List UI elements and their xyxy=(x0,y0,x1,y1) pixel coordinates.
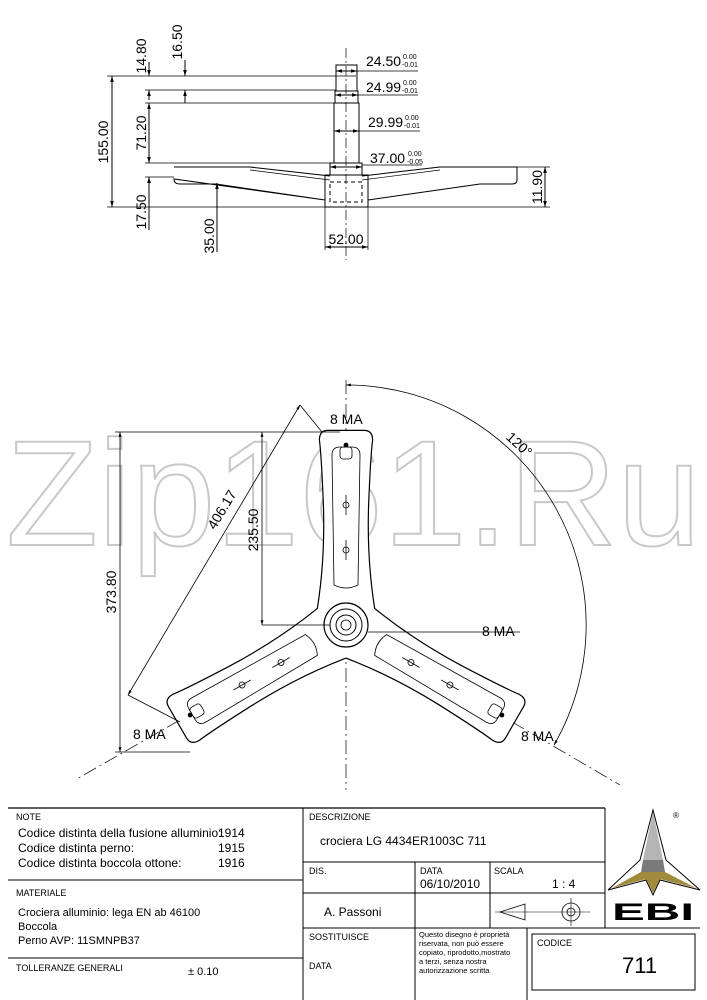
disclaimer-line: riservata, non può essere xyxy=(419,939,504,948)
codice-label: CODICE xyxy=(537,938,572,948)
data-label: DATA xyxy=(420,866,443,876)
side-view-dimensions: 155.00 14.80 16.50 71.20 17.50 35.00 52.… xyxy=(95,24,545,253)
disclaimer-line: a terzi, senza nostra xyxy=(419,957,487,966)
dim-11-90: 11.90 xyxy=(529,170,545,204)
tolerance-lower: -0.01 xyxy=(402,88,418,95)
diameter-24-99: 24.99 xyxy=(366,79,401,95)
note-value: 1916 xyxy=(218,856,245,870)
note-value: 1914 xyxy=(218,826,245,840)
diameter-29-99: 29.99 xyxy=(368,114,403,130)
materiale-label: MATERIALE xyxy=(16,888,66,898)
dis-label: DIS. xyxy=(309,866,327,876)
tolleranze-value: ± 0.10 xyxy=(188,966,219,978)
disclaimer-line: Questo disegno è proprietà xyxy=(419,930,510,939)
tolerance-upper: 0.00 xyxy=(405,115,419,122)
tolleranze-label: TOLLERANZE GENERALI xyxy=(16,963,123,973)
title-block xyxy=(8,807,700,1000)
title-block-text: NOTE Codice distinta della fusione allum… xyxy=(16,812,657,978)
note-line: Codice distinta boccola ottone: xyxy=(18,856,181,870)
materiale-line: Perno AVP: 11SMNPB37 xyxy=(18,935,140,947)
data-value: 06/10/2010 xyxy=(420,877,480,891)
disclaimer-line: copiato, riprodotto,mostrato xyxy=(419,948,510,957)
tolerance-lower: -0.05 xyxy=(407,159,423,166)
dim-14-80: 14.80 xyxy=(133,38,149,73)
disclaimer-line: autorizzazione scritta xyxy=(419,966,490,975)
side-view xyxy=(107,48,550,260)
note-value: 1915 xyxy=(218,841,245,855)
ebi-logo: ® EBI xyxy=(607,808,701,926)
dim-17-50: 17.50 xyxy=(133,194,149,229)
diameter-37-00: 37.00 xyxy=(370,150,405,166)
dim-71-20: 71.20 xyxy=(133,115,149,150)
logo-registered-mark: ® xyxy=(673,811,679,820)
diameter-24-50: 24.50 xyxy=(366,53,401,69)
scala-label: SCALA xyxy=(494,866,524,876)
note-label: NOTE xyxy=(16,812,41,822)
tolerance-upper: 0.00 xyxy=(403,80,417,87)
thread-label-left: 8 MA xyxy=(133,726,166,742)
dim-35-00: 35.00 xyxy=(201,218,217,253)
tolerance-upper: 0.00 xyxy=(403,54,417,61)
dim-235-50: 235.50 xyxy=(245,508,261,551)
designer-name: A. Passoni xyxy=(324,905,381,919)
note-line: Codice distinta perno: xyxy=(18,841,134,855)
top-view: 373.80 235.50 406.17 120° 8 MA 8 MA 8 MA… xyxy=(74,380,621,790)
thread-label-right: 8 MA xyxy=(521,728,554,744)
logo-text: EBI xyxy=(612,899,694,926)
dim-373-80: 373.80 xyxy=(103,570,119,613)
tolerance-upper: 0.00 xyxy=(408,151,422,158)
dim-52-00: 52.00 xyxy=(328,231,363,247)
materiale-line: Boccola xyxy=(18,921,58,933)
descrizione-value: crociera LG 4434ER1003C 711 xyxy=(320,834,487,848)
tolerance-lower: -0.01 xyxy=(404,123,420,130)
materiale-line: Crociera alluminio: lega EN ab 46100 xyxy=(18,907,200,919)
scala-value: 1 : 4 xyxy=(552,877,576,891)
dim-16-50: 16.50 xyxy=(169,24,185,59)
note-line: Codice distinta della fusione alluminio: xyxy=(18,826,221,840)
dim-155: 155.00 xyxy=(95,120,111,163)
thread-label-top: 8 MA xyxy=(330,411,363,427)
sostituisce-label: SOSTITUISCE xyxy=(309,932,369,942)
data2-label: DATA xyxy=(309,961,332,971)
descrizione-label: DESCRIZIONE xyxy=(309,812,371,822)
codice-value: 711 xyxy=(622,953,657,978)
thread-label-center: 8 MA xyxy=(482,623,515,639)
tolerance-lower: -0.01 xyxy=(402,62,418,69)
